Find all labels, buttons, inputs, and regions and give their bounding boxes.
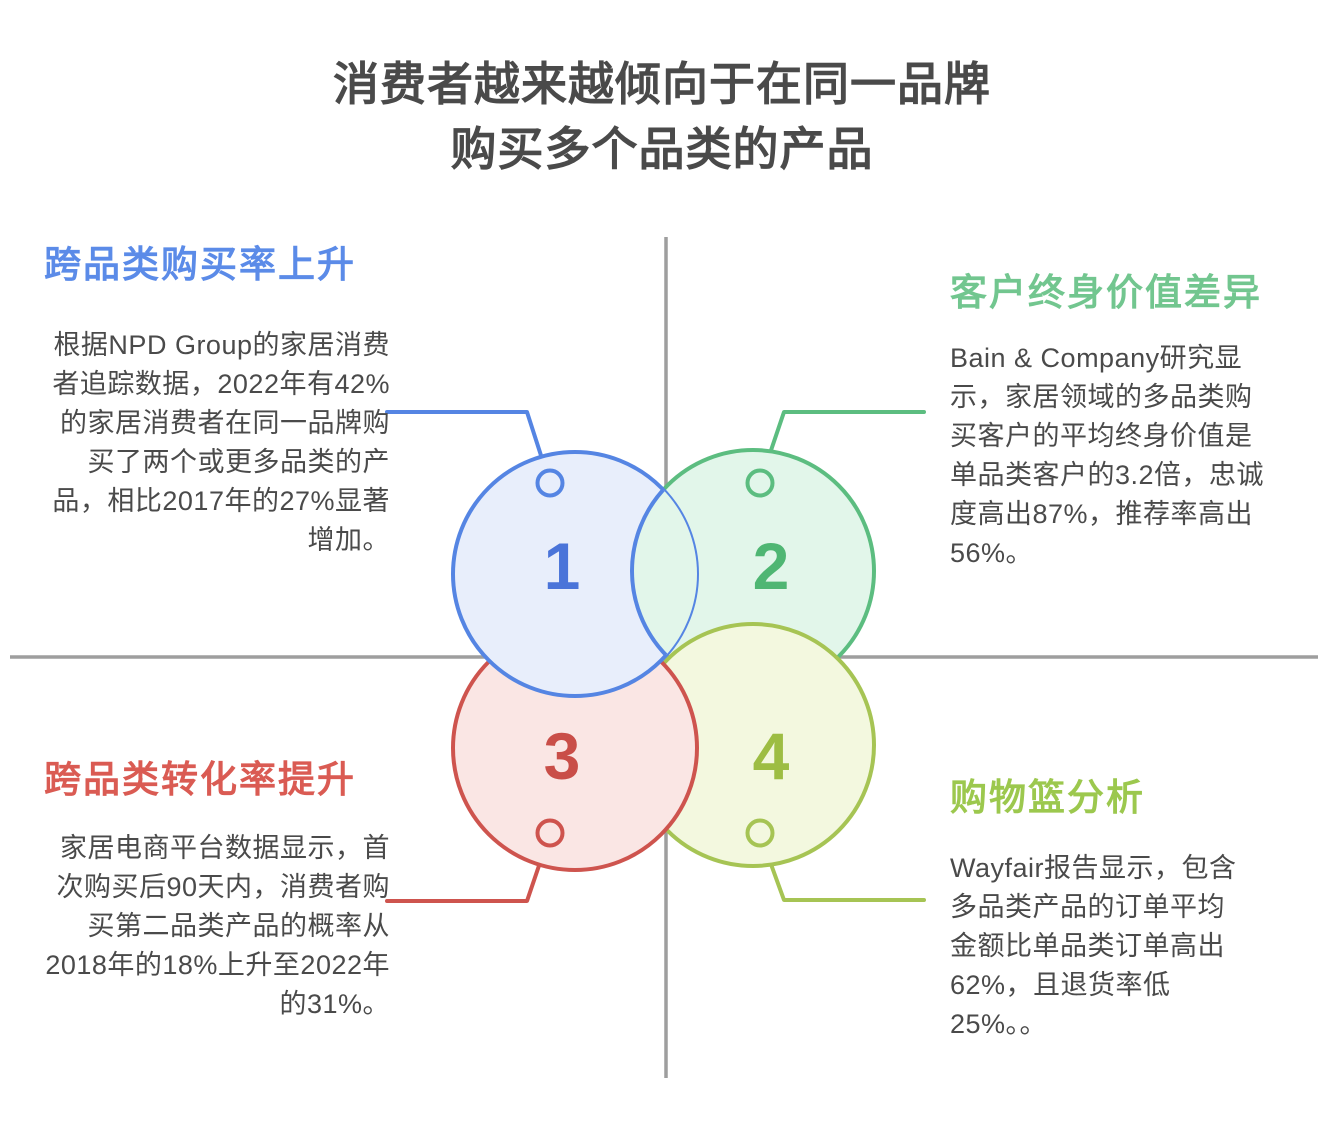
section-3-body: 家居电商平台数据显示，首次购买后90天内，消费者购买第二品类产品的概率从2018… xyxy=(45,833,390,1019)
section-3: 跨品类转化率提升 家居电商平台数据显示，首次购买后90天内，消费者购买第二品类产… xyxy=(38,759,390,1024)
section-1-body: 根据NPD Group的家居消费者追踪数据，2022年有42%的家居消费者在同一… xyxy=(52,330,390,555)
circle-2-number: 2 xyxy=(753,529,790,603)
attachment-ring-1 xyxy=(535,468,565,498)
page-title-line2: 购买多个品类的产品 xyxy=(450,123,874,175)
section-2: 客户终身价值差异 Bain & Company研究显示，家居领域的多品类购买客户… xyxy=(950,272,1268,573)
section-2-heading: 客户终身价值差异 xyxy=(950,272,1262,313)
attachment-ring-2 xyxy=(745,468,775,498)
attachment-ring-3 xyxy=(535,818,565,848)
section-4-heading: 购物篮分析 xyxy=(950,777,1145,818)
section-4: 购物篮分析 Wayfair报告显示，包含多品类产品的订单平均金额比单品类订单高出… xyxy=(950,777,1240,1044)
section-3-heading: 跨品类转化率提升 xyxy=(44,759,356,800)
attachment-ring-4 xyxy=(745,818,775,848)
circle-1-number: 1 xyxy=(544,529,581,603)
section-1-heading: 跨品类购买率上升 xyxy=(44,244,356,285)
connector-line-1 xyxy=(385,410,548,473)
section-2-body: Bain & Company研究显示，家居领域的多品类购买客户的平均终身价值是单… xyxy=(950,343,1265,568)
page-title: 消费者越来越倾向于在同一品牌 购买多个品类的产品 xyxy=(0,52,1324,182)
page-title-line1: 消费者越来越倾向于在同一品牌 xyxy=(333,58,991,110)
section-4-body: Wayfair报告显示，包含多品类产品的订单平均金额比单品类订单高出62%，且退… xyxy=(950,853,1237,1039)
circle-4-number: 4 xyxy=(753,719,790,793)
section-1: 跨品类购买率上升 根据NPD Group的家居消费者追踪数据，2022年有42%… xyxy=(38,244,390,560)
circle-3-number: 3 xyxy=(544,719,581,793)
